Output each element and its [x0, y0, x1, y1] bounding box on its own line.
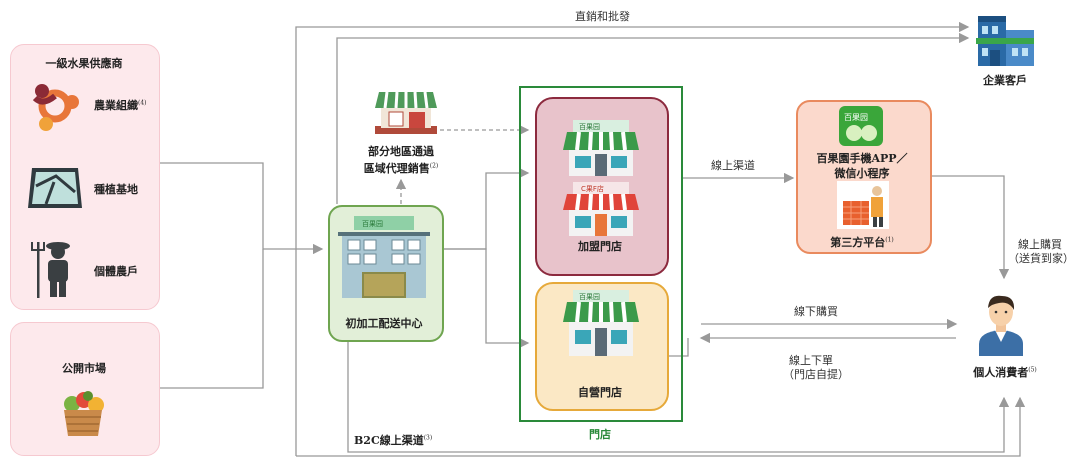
cooperative-people-icon [26, 78, 84, 138]
app-label-line2: 微信小程序 [834, 167, 890, 180]
store-group-label: 門店 [589, 428, 611, 441]
third-party-label: 第三方平台(1) [830, 236, 894, 249]
offline-purchase-label: 線下購買 [794, 305, 838, 318]
supplier-farmer: 個體農戶 [94, 265, 138, 278]
regional-agent-line2: 區域代理銷售(2) [363, 162, 439, 175]
online-purchase-note: （送貨到家） [1008, 252, 1074, 265]
fruit-basket-icon [58, 390, 108, 442]
store-group-frame [519, 86, 683, 422]
franchise-store-label: 加盟門店 [578, 240, 622, 253]
svg-text:百果园: 百果园 [362, 220, 383, 228]
public-market-label: 公開市場 [62, 362, 106, 375]
dc-to-enterprise-line [336, 32, 970, 204]
online-purchase-label: 線上購買 [1018, 238, 1062, 251]
direct-sales-label: 直銷和批發 [575, 10, 630, 23]
regional-agent-line1: 部分地區通過 [368, 145, 434, 158]
supplier-group-title: 一級水果供應商 [45, 57, 123, 70]
self-store-icon: 百果园 [563, 290, 639, 362]
supplier-agri-org: 農業組織(4) [94, 99, 147, 112]
direct-sales-line [295, 21, 970, 456]
enterprise-label: 企業客戶 [983, 74, 1027, 87]
app-to-consumer-line [930, 175, 1010, 280]
self-store-label: 自營門店 [578, 386, 622, 399]
offline-order-note: （門店自提） [783, 368, 849, 381]
warehouse-building-icon: 百果园 [338, 214, 430, 304]
direct-to-consumer-line [296, 396, 1026, 457]
svg-text:百果园: 百果园 [579, 123, 600, 131]
market-to-dc-line [158, 249, 264, 389]
enterprise-building-icon [974, 12, 1036, 70]
consumer-avatar-icon [975, 292, 1027, 360]
consumer-label: 個人消費者(5) [973, 366, 1037, 379]
supplier-plantation: 種植基地 [94, 183, 138, 196]
distribution-center-label: 初加工配送中心 [345, 317, 423, 330]
self-store-to-consumer-line [667, 338, 689, 357]
farmer-icon [28, 236, 76, 302]
app-logo-icon: 百果园 [839, 106, 883, 150]
dc-to-self-line [440, 248, 530, 349]
franchise-store-icon: 百果园 C果F店 [563, 120, 639, 242]
svg-text:百果园: 百果园 [844, 113, 868, 122]
dc-to-franchise-line [440, 167, 530, 250]
b2c-channel-label: B2C線上渠道(3) [354, 434, 433, 447]
b2c-line [347, 340, 1010, 453]
delivery-courier-icon [837, 181, 889, 233]
supplier-to-dc-line [158, 162, 324, 255]
svg-text:百果园: 百果园 [579, 293, 600, 301]
svg-text:C果F店: C果F店 [581, 184, 604, 193]
offline-order-label: 線上下單 [789, 354, 833, 367]
online-channel-label: 線上渠道 [711, 159, 755, 172]
plantation-map-icon [26, 162, 84, 216]
app-label-line1: 百果園手機APP／ [816, 152, 908, 165]
regional-agent-shop-icon [373, 88, 439, 140]
